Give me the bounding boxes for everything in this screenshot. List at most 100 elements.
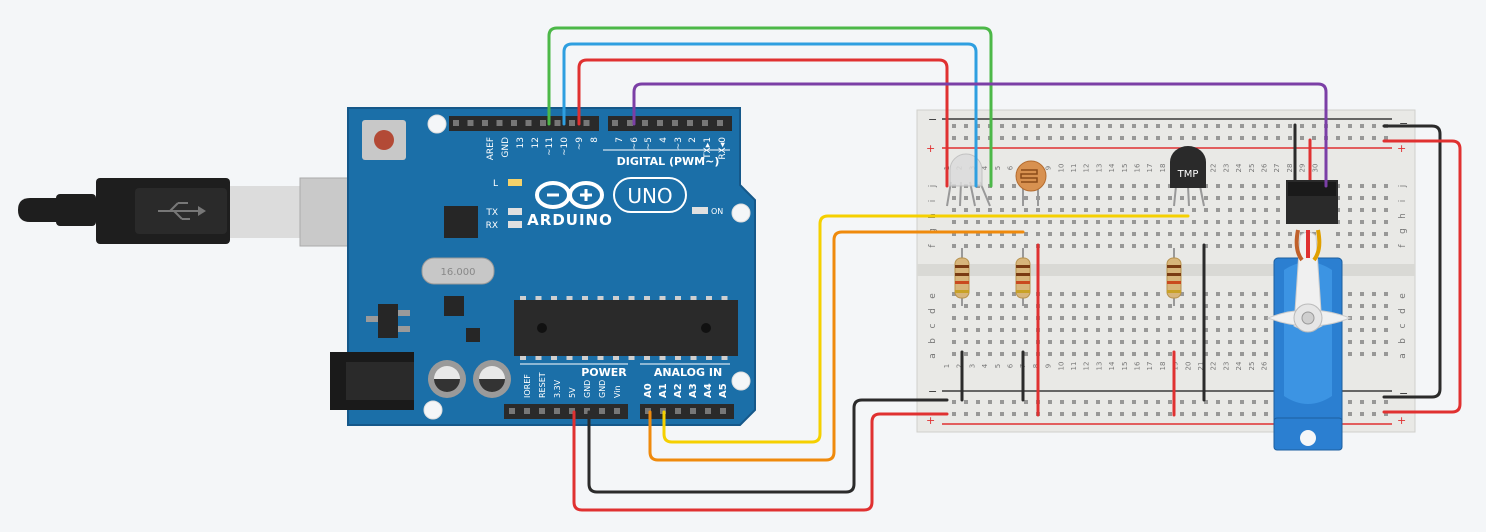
digital-pin-label: ~3 xyxy=(674,137,684,150)
column-number: 6 xyxy=(1007,165,1015,170)
row-letter: g xyxy=(1398,228,1408,234)
crystal: 16.000 xyxy=(421,257,495,285)
digital-pin-label: TX▸1 xyxy=(703,137,713,160)
wire-black-rail xyxy=(1382,124,1442,399)
column-number: 16 xyxy=(1134,361,1142,370)
column-number: 5 xyxy=(994,166,1002,170)
column-number: 8 xyxy=(1032,364,1040,368)
column-number: 13 xyxy=(1095,362,1103,371)
column-number: 19 xyxy=(1172,362,1180,371)
tmp-label: TMP xyxy=(1177,169,1199,180)
column-number: 24 xyxy=(1235,361,1243,370)
usb-icon xyxy=(158,202,206,220)
column-number: 20 xyxy=(1184,362,1192,371)
wire-red-5v xyxy=(572,410,949,512)
digital-pin-label: 4 xyxy=(659,137,669,143)
row-letter: e xyxy=(1398,293,1408,299)
analog-pin-label: A1 xyxy=(658,383,669,398)
row-letter: j xyxy=(928,185,938,189)
row-letter: d xyxy=(928,308,938,314)
wire-blue xyxy=(562,42,978,188)
digital-pin-label: 2 xyxy=(688,137,698,143)
arduino-logo: ARDUINO UNO xyxy=(527,177,687,229)
column-number: 5 xyxy=(994,364,1002,368)
wire-black-gnd xyxy=(587,398,949,494)
voltage-regulator xyxy=(366,304,410,338)
column-number: 22 xyxy=(1210,362,1218,371)
column-number: 12 xyxy=(1083,362,1091,371)
column-number: 4 xyxy=(981,165,989,170)
column-number: 4 xyxy=(981,363,989,368)
svg-text:+: + xyxy=(926,414,935,427)
analog-pin-label: A5 xyxy=(718,383,729,398)
svg-text:16.000: 16.000 xyxy=(441,267,476,278)
column-number: 18 xyxy=(1159,362,1167,371)
resistor xyxy=(1015,248,1031,306)
temperature-sensor: TMP xyxy=(1170,146,1206,207)
resistors xyxy=(954,248,1182,306)
column-number: 26 xyxy=(1261,163,1269,172)
power-pin-label: Vin xyxy=(613,385,622,398)
column-number: 22 xyxy=(1210,164,1218,173)
column-number: 17 xyxy=(1146,164,1154,173)
usb-controller-chip xyxy=(444,206,478,238)
svg-text:+: + xyxy=(1397,142,1406,155)
svg-text:RX: RX xyxy=(486,221,498,231)
wire-red-d9 xyxy=(577,58,949,188)
column-number: 18 xyxy=(1159,164,1167,173)
arduino-board: 16.000 xyxy=(330,107,756,426)
row-letter: a xyxy=(928,353,938,359)
row-letter: i xyxy=(1398,200,1408,203)
row-letter: b xyxy=(928,338,938,344)
digital-pin-label: 13 xyxy=(516,137,526,148)
power-pin-label: RESET xyxy=(538,372,547,398)
svg-text:L: L xyxy=(493,179,498,189)
column-number: 25 xyxy=(1248,362,1256,371)
column-number: 9 xyxy=(1045,166,1053,170)
digital-pin-label: AREF xyxy=(486,137,496,160)
atmega-chip xyxy=(514,296,738,360)
capacitors xyxy=(428,360,511,398)
wires xyxy=(547,26,1462,512)
photoresistor xyxy=(1015,160,1047,206)
svg-text:TX: TX xyxy=(485,208,498,218)
resistor xyxy=(1166,248,1182,306)
power-label: POWER xyxy=(581,366,627,379)
svg-text:−: − xyxy=(1399,387,1408,400)
digital-label: DIGITAL (PWM~) xyxy=(617,155,720,168)
column-number: 15 xyxy=(1121,362,1129,371)
column-number: 2 xyxy=(956,364,964,368)
wire-red-rail xyxy=(1382,139,1462,414)
reset-button[interactable] xyxy=(362,120,406,160)
column-number: 27 xyxy=(1273,164,1281,173)
column-number: 17 xyxy=(1146,362,1154,371)
digital-pin-label: GND xyxy=(501,137,511,158)
analog-label: ANALOG IN xyxy=(654,366,722,379)
column-number: 14 xyxy=(1108,163,1116,172)
power-pin-label: 3.3V xyxy=(553,379,562,398)
digital-pin-label: ~10 xyxy=(560,137,570,156)
row-letter: a xyxy=(1398,353,1408,359)
column-number: 3 xyxy=(968,364,976,368)
analog-pin-label: A2 xyxy=(673,383,684,398)
analog-pin-label: A3 xyxy=(688,383,699,398)
svg-text:+: + xyxy=(926,142,935,155)
column-number: 21 xyxy=(1197,362,1205,371)
digital-pin-label: 12 xyxy=(531,137,541,148)
row-letter: c xyxy=(928,323,938,328)
wire-yellow xyxy=(662,214,1190,444)
column-number: 13 xyxy=(1095,164,1103,173)
column-number: 30 xyxy=(1311,164,1319,173)
column-number: 16 xyxy=(1134,163,1142,172)
board-leds: L TX RX ON xyxy=(485,179,723,231)
column-number: 25 xyxy=(1248,164,1256,173)
row-letter: e xyxy=(928,293,938,299)
wire-purple xyxy=(632,82,1328,188)
digital-pin-label: ~9 xyxy=(575,137,585,151)
row-letter: f xyxy=(928,244,938,248)
svg-text:−: − xyxy=(928,113,937,126)
row-letter: j xyxy=(1398,185,1408,189)
